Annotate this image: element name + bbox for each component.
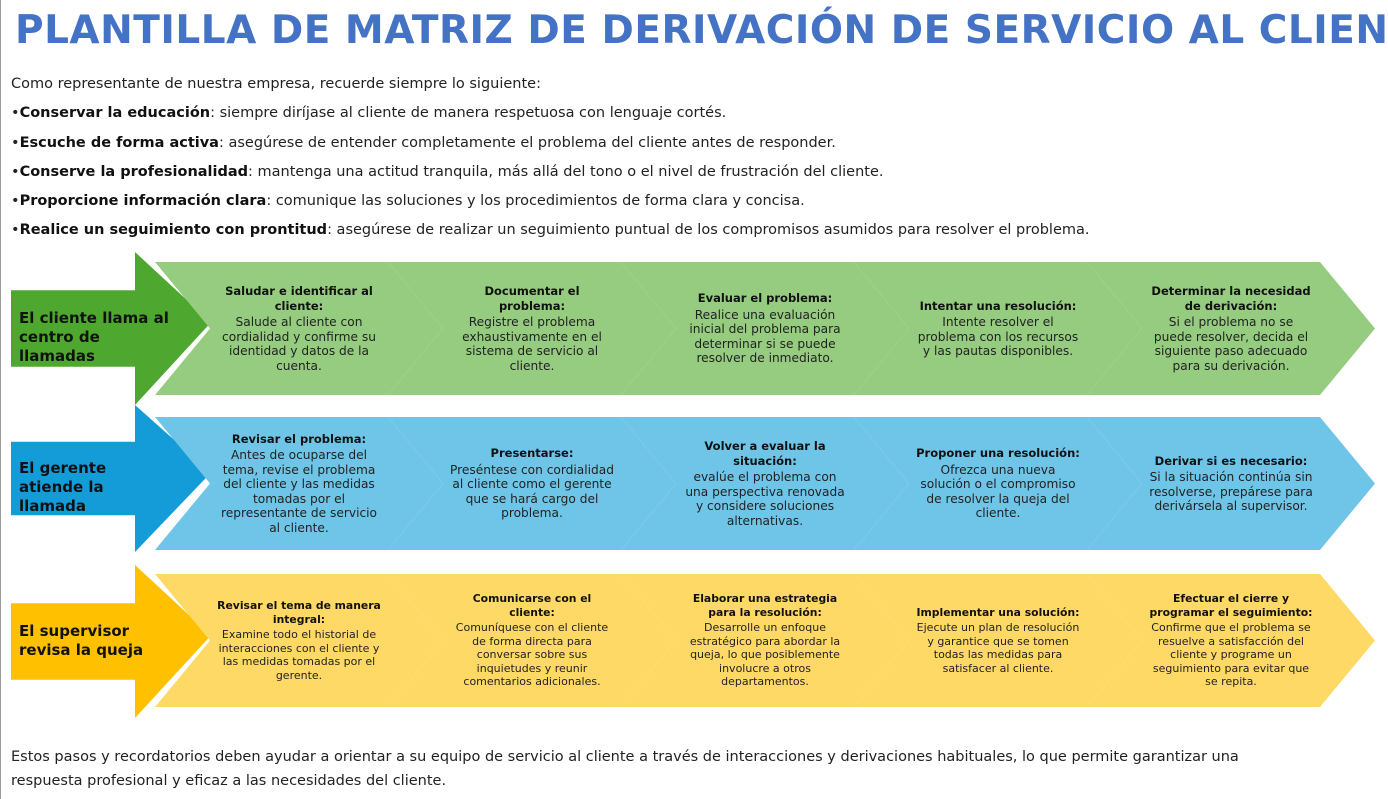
reminder-heading: Escuche de forma activa — [19, 134, 219, 151]
step-description: Realice una evaluación inicial del probl… — [689, 307, 841, 366]
arrow-shape — [11, 405, 211, 552]
step-title: Saludar e identificar al cliente: — [225, 284, 373, 313]
step-chevron: Elaborar una estrategia para la resoluci… — [621, 574, 909, 707]
step-title: Documentar el problema: — [484, 284, 580, 313]
step-chevron: Volver a evaluar la situación:evalúe el … — [621, 417, 909, 550]
step-title: Comunicarse con el cliente: — [472, 592, 592, 619]
step-title: Elaborar una estrategia para la resoluci… — [692, 592, 838, 619]
reminder-text: : siempre diríjase al cliente de manera … — [210, 105, 727, 122]
footer-text: Estos pasos y recordatorios deben ayudar… — [11, 749, 1239, 789]
step-title: Proponer una resolución: — [916, 446, 1080, 461]
reminder-item: •Realice un seguimiento con prontitud: a… — [11, 222, 1090, 239]
step-title: Presentarse: — [490, 446, 574, 461]
reminder-text: : mantenga una actitud tranquila, más al… — [248, 163, 884, 180]
step-chevron: Comunicarse con el cliente:Comuníquese c… — [388, 574, 676, 707]
reminder-text: : asegúrese de realizar un seguimiento p… — [327, 222, 1090, 239]
step-title: Efectuar el cierre y programar el seguim… — [1149, 592, 1313, 619]
reminder-heading: Conservar la educación — [19, 105, 211, 122]
reminder-heading: Realice un seguimiento con prontitud — [19, 222, 328, 239]
step-description: Intente resolver el problema con los rec… — [917, 315, 1079, 358]
step-description: Examine todo el historial de interaccion… — [218, 628, 380, 682]
stage-label: El cliente llama al centro de llamadas — [19, 308, 169, 365]
reminder-text: : comunique las soluciones y los procedi… — [266, 193, 805, 210]
intro-text: Como representante de nuestra empresa, r… — [11, 76, 541, 92]
page-title: PLANTILLA DE MATRIZ DE DERIVACIÓN DE SER… — [15, 8, 1388, 53]
step-title: Volver a evaluar la situación: — [704, 439, 826, 468]
step-description: Registre el problema exhaustivamente en … — [462, 315, 602, 373]
reminder-text: : asegúrese de entender completamente el… — [218, 134, 836, 151]
step-chevron: Revisar el tema de manera integral:Exami… — [155, 574, 443, 707]
step-chevron: Implementar una solución: Ejecute un plan… — [854, 574, 1142, 707]
step-chevron: Presentarse:Preséntese con cordialidad a… — [388, 417, 676, 550]
arrow-shape — [11, 252, 211, 405]
reminder-item: •Proporcione información clara: comuniqu… — [11, 193, 805, 210]
step-title: Revisar el tema de manera integral: — [217, 599, 381, 626]
step-title: Evaluar el problema: — [697, 291, 833, 306]
stage-label: El supervisor revisa la queja — [19, 621, 144, 659]
reminder-item: •Conserve la profesionalidad: mantenga u… — [11, 163, 884, 180]
reminders: Como representante de nuestra empresa, r… — [11, 70, 1090, 246]
step-description: Preséntese con cordialidad al cliente co… — [450, 462, 614, 521]
step-description: evalúe el problema con una perspectiva r… — [685, 470, 845, 528]
stage-label: El gerente atiende la llamada — [19, 459, 107, 516]
step-title: Revisar el problema: — [231, 431, 367, 446]
step-title: Implementar una solución: — [916, 605, 1080, 619]
step-description: Salude al cliente con cordialidad y conf… — [222, 315, 376, 373]
step-description: Ofrezca una nueva solución o el compromi… — [920, 462, 1076, 521]
step-description: Ejecute un plan de resolución y garantic… — [916, 621, 1080, 675]
step-description: Si la situación continúa sin resolverse,… — [1149, 470, 1313, 513]
step-title: Derivar si es necesario: — [1154, 453, 1308, 468]
reminder-heading: Proporcione información clara — [19, 193, 267, 210]
step-description: Confirme que el problema se resuelve a s… — [1151, 621, 1311, 689]
reminder-item: •Escuche de forma activa: asegúrese de e… — [11, 134, 836, 151]
step-description: Comuníquese con el cliente de forma dire… — [455, 621, 609, 689]
step-description: Antes de ocuparse del tema, revise el pr… — [220, 448, 378, 535]
step-chevron: Saludar e identificar al cliente:Salude … — [155, 262, 443, 395]
step-title: Determinar la necesidad de derivación: — [1151, 284, 1311, 313]
step-description: Desarrolle un enfoque estratégico para a… — [689, 621, 841, 689]
reminder-item: •Conservar la educación: siempre diríjas… — [11, 105, 727, 122]
step-title: Intentar una resolución: — [919, 298, 1077, 313]
step-description: Si el problema no se puede resolver, dec… — [1153, 315, 1309, 373]
arrow-shape — [11, 565, 211, 718]
reminder-heading: Conserve la profesionalidad — [19, 163, 249, 180]
